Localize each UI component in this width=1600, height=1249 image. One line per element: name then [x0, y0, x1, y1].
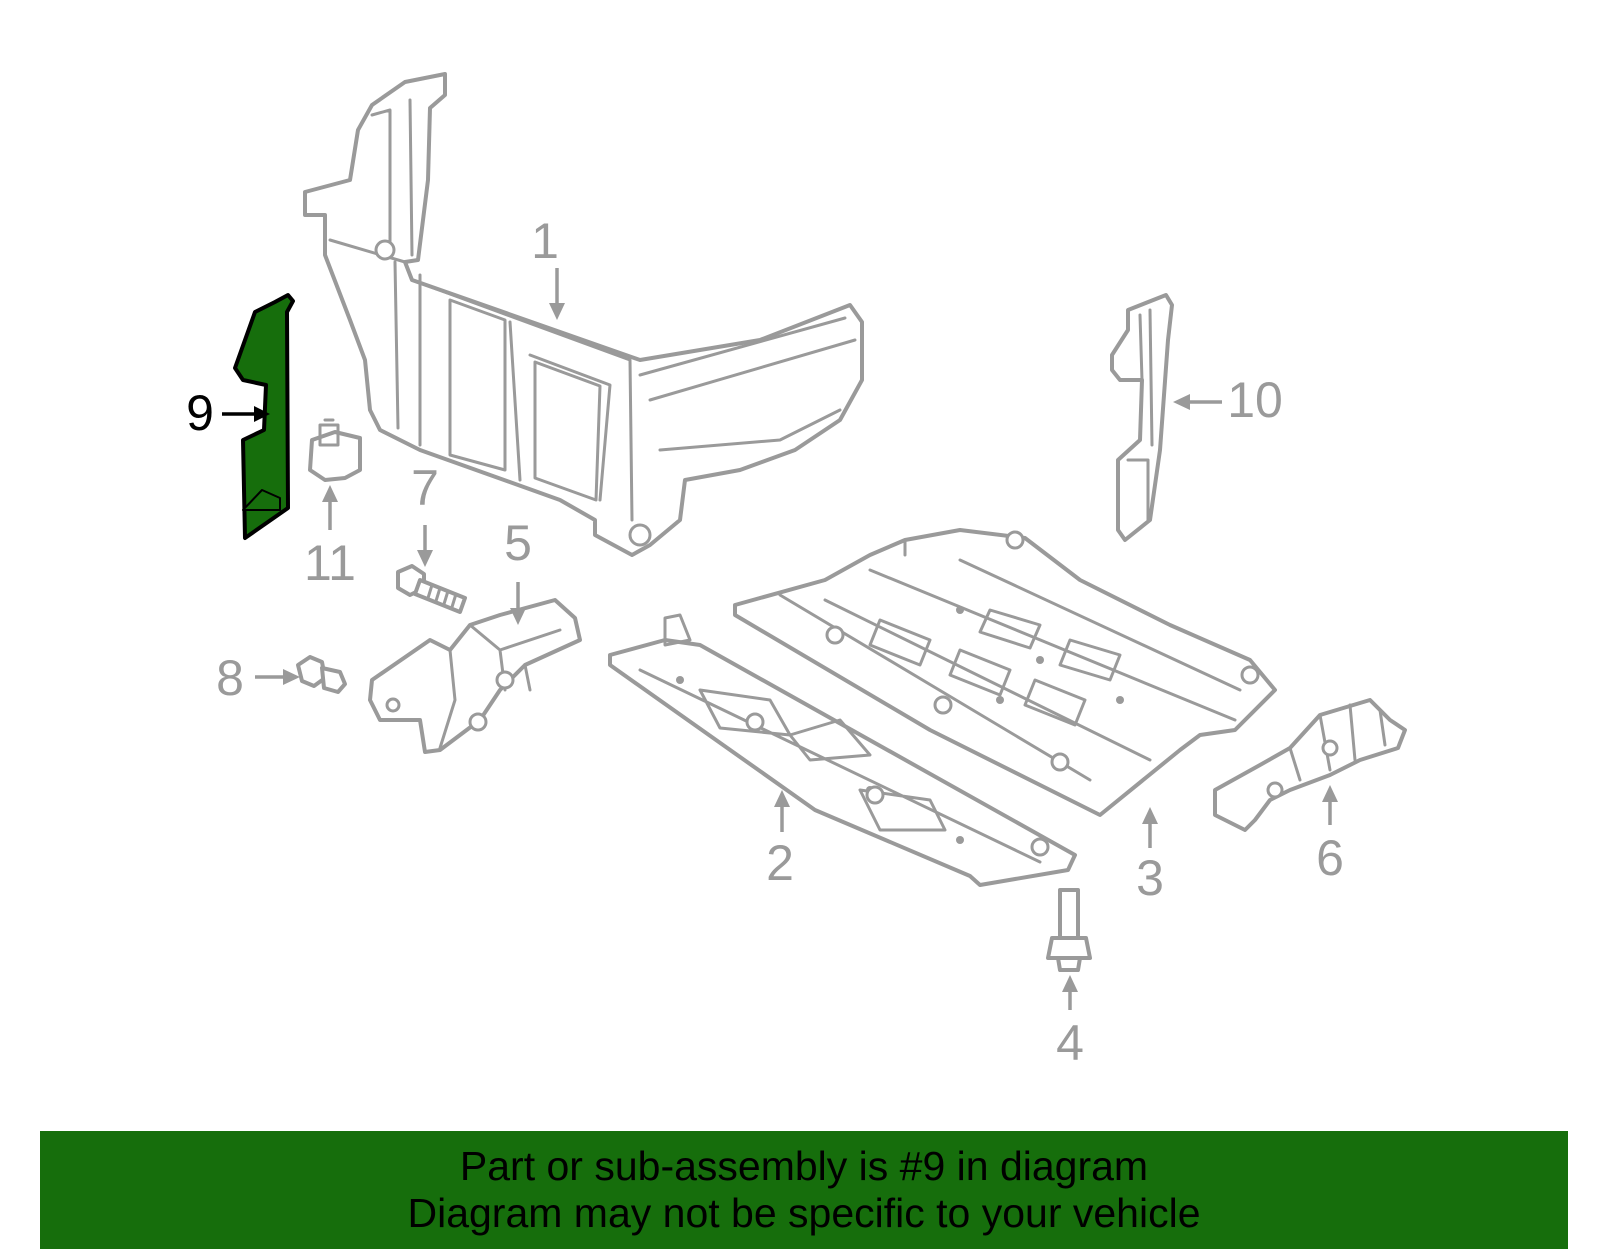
part-10-bracket[interactable] — [1110, 293, 1174, 542]
callout-3: 3 — [1136, 807, 1164, 906]
callout-4-label: 4 — [1056, 1015, 1084, 1071]
callout-6-label: 6 — [1316, 830, 1344, 886]
info-banner: Part or sub-assembly is #9 in diagram Di… — [40, 1131, 1568, 1249]
part-5-bracket[interactable] — [368, 598, 582, 754]
callout-5-label: 5 — [504, 515, 532, 571]
callout-3-label: 3 — [1136, 850, 1164, 906]
callout-10: 10 — [1173, 372, 1283, 428]
parts-diagram: 1 9 11 7 8 — [186, 72, 1407, 1071]
callout-5: 5 — [504, 515, 532, 625]
part-3-main-undercover[interactable] — [733, 528, 1277, 817]
callout-2: 2 — [766, 790, 794, 891]
callout-9-label: 9 — [186, 385, 214, 441]
callout-4: 4 — [1056, 975, 1084, 1071]
callout-10-label: 10 — [1227, 372, 1283, 428]
part-9-bracket-highlighted[interactable] — [233, 293, 295, 540]
part-7-bolt[interactable] — [396, 564, 467, 614]
callout-7: 7 — [411, 460, 439, 567]
callout-7-label: 7 — [411, 460, 439, 516]
part-1-radiator-support[interactable] — [303, 72, 864, 557]
part-6-bracket[interactable] — [1213, 698, 1407, 832]
callout-2-label: 2 — [766, 835, 794, 891]
callout-6: 6 — [1316, 785, 1344, 886]
banner-line-2: Diagram may not be specific to your vehi… — [407, 1190, 1201, 1236]
callout-11-label: 11 — [304, 535, 356, 591]
callout-8-label: 8 — [216, 650, 244, 706]
callout-11: 11 — [304, 485, 356, 591]
part-4-bolt[interactable] — [1046, 888, 1092, 972]
callout-8: 8 — [216, 650, 300, 706]
callout-9: 9 — [186, 385, 270, 441]
callout-1-label: 1 — [531, 213, 559, 269]
part-8-clip[interactable] — [296, 655, 347, 694]
part-2-front-undercover[interactable] — [608, 613, 1077, 887]
callout-1: 1 — [531, 213, 565, 320]
part-11-clip[interactable] — [308, 418, 362, 482]
banner-line-1: Part or sub-assembly is #9 in diagram — [459, 1143, 1149, 1189]
